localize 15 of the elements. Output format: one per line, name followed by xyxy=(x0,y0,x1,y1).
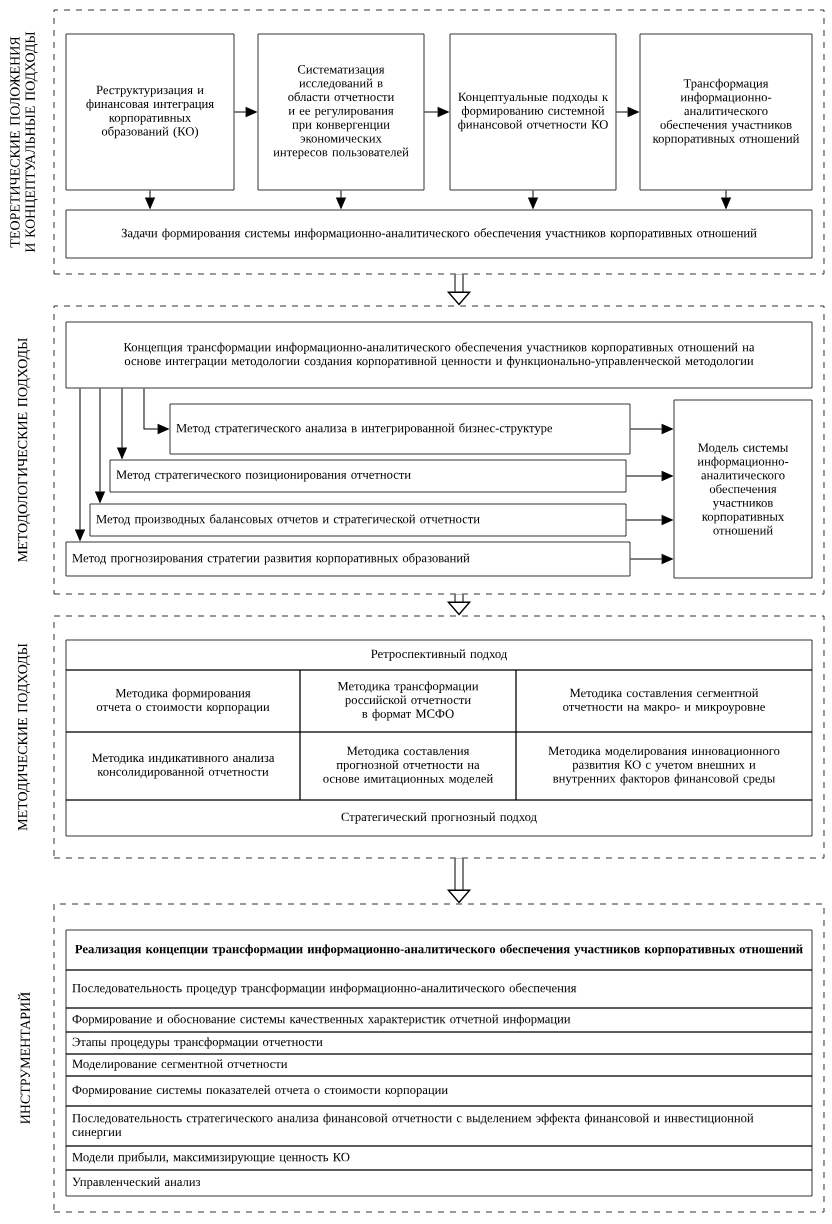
arrow xyxy=(423,107,449,117)
arrow xyxy=(95,387,105,503)
arrow xyxy=(145,189,155,209)
arrow xyxy=(117,387,127,459)
arrow xyxy=(625,471,673,481)
arrow xyxy=(75,387,85,541)
arrow xyxy=(336,189,346,209)
arrow xyxy=(615,107,639,117)
arrow xyxy=(629,554,673,564)
arrow xyxy=(143,387,169,434)
arrow xyxy=(625,515,673,525)
arrow xyxy=(528,189,538,209)
arrow xyxy=(629,424,673,434)
arrow xyxy=(233,107,257,117)
arrow xyxy=(721,189,731,209)
